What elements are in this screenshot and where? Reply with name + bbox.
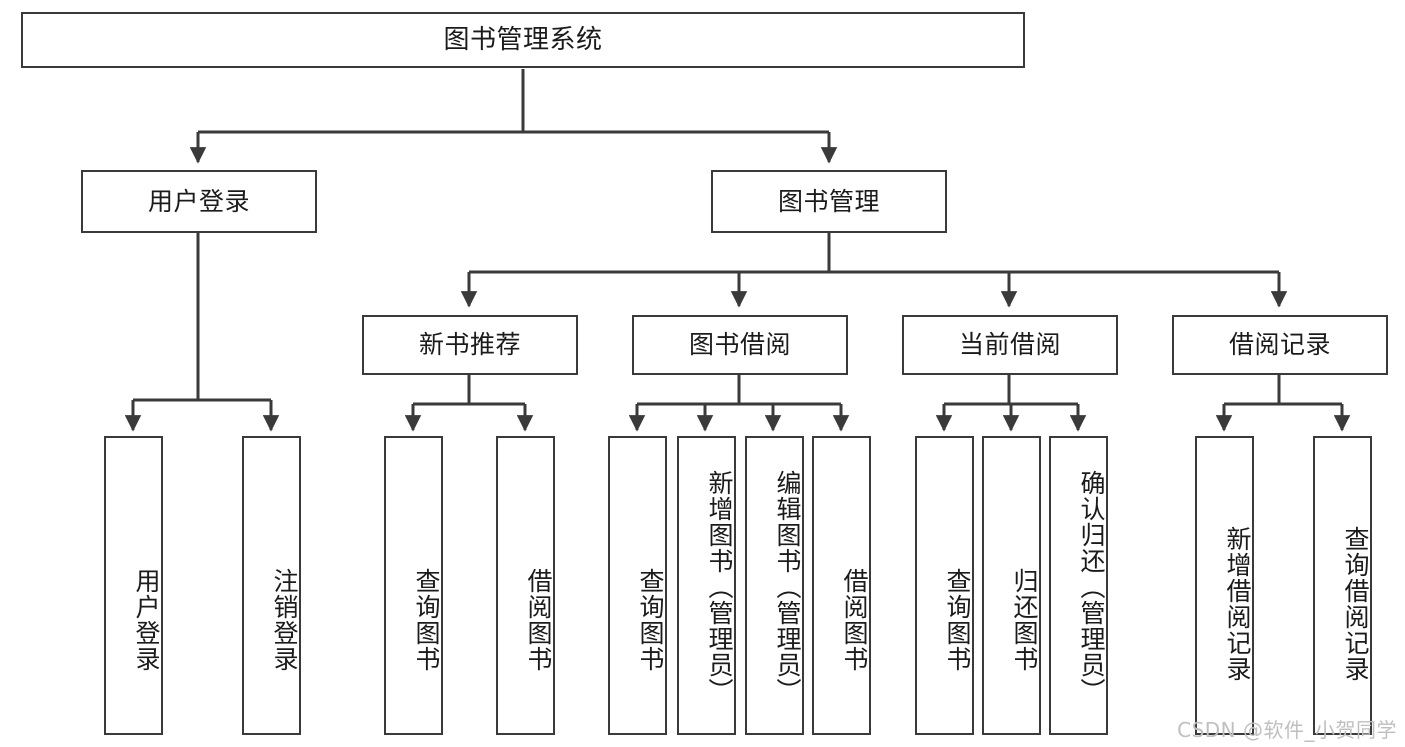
leaf-return-books[interactable]: 归还图书: [982, 436, 1041, 735]
leaf-edit-book-admin[interactable]: 编辑图书（管理员）: [745, 436, 804, 735]
leaf-add-borrow-record[interactable]: 新增借阅记录: [1195, 436, 1254, 735]
node-book-management[interactable]: 图书管理: [711, 170, 947, 233]
node-borrowing-records[interactable]: 借阅记录: [1172, 315, 1388, 375]
leaf-user-login[interactable]: 用户登录: [104, 436, 163, 735]
leaf-query-borrow-record[interactable]: 查询借阅记录: [1313, 436, 1372, 735]
leaf-add-book-admin[interactable]: 新增图书（管理员）: [677, 436, 736, 735]
leaf-logout[interactable]: 注销登录: [242, 436, 301, 735]
leaf-query-books-current[interactable]: 查询图书: [915, 436, 974, 735]
node-root-book-management-system[interactable]: 图书管理系统: [21, 12, 1025, 68]
node-current-borrowing[interactable]: 当前借阅: [902, 315, 1118, 375]
leaf-borrow-books-borrowing[interactable]: 借阅图书: [812, 436, 871, 735]
leaf-query-books-borrowing[interactable]: 查询图书: [608, 436, 667, 735]
leaf-query-books-recommendation[interactable]: 查询图书: [384, 436, 443, 735]
csdn-watermark: CSDN @软件_小贺同学: [1177, 718, 1397, 742]
leaf-borrow-books-recommendation[interactable]: 借阅图书: [496, 436, 555, 735]
node-new-book-recommendation[interactable]: 新书推荐: [362, 315, 578, 375]
node-user-login[interactable]: 用户登录: [81, 170, 317, 233]
leaf-confirm-return-admin[interactable]: 确认归还（管理员）: [1049, 436, 1108, 735]
node-book-borrowing[interactable]: 图书借阅: [632, 315, 848, 375]
